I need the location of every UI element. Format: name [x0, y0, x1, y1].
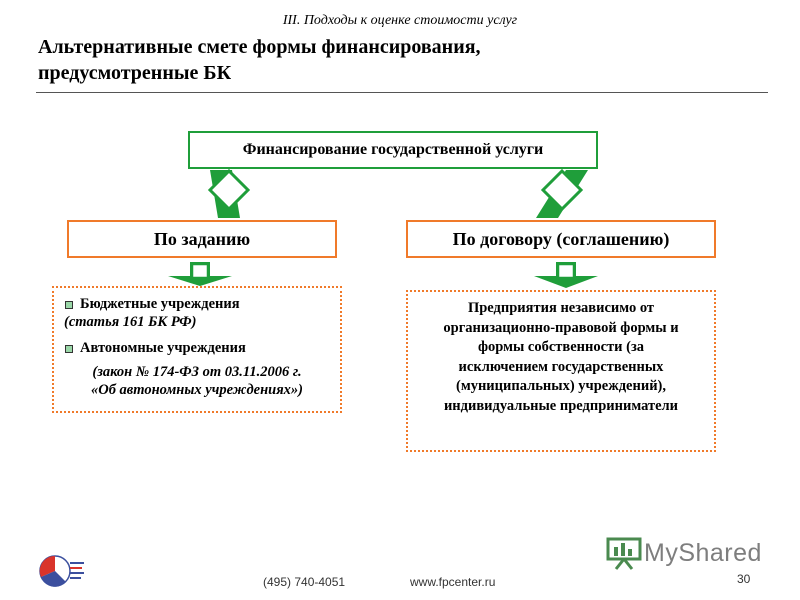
section-heading: III. Подходы к оценке стоимости услуг	[282, 13, 518, 28]
autonomous-note-line-1: (закон № 174-ФЗ от 03.11.2006 г.	[92, 364, 302, 380]
root-node-box: Финансирование государственной услуги	[188, 131, 598, 169]
assignment-details-box: Бюджетные учреждения (статья 161 БК РФ) …	[52, 286, 342, 413]
myshared-brand-text: MyShared	[644, 538, 762, 567]
footer-website-link[interactable]: www.fpcenter.ru	[410, 575, 496, 589]
title-divider	[36, 92, 768, 93]
autonomous-note-line-2: «Об автономных учреждениях»)	[90, 382, 304, 398]
slide-title-line-2: предусмотренные БК	[38, 62, 232, 84]
page-number: 30	[737, 572, 751, 586]
contract-text-line: организационно-правовой формы и	[443, 319, 679, 336]
contract-text-line: формы собственности (за	[477, 339, 645, 355]
contract-text-line: Предприятия независимо от	[467, 300, 655, 316]
contract-details-box: Предприятия независимо от организационно…	[406, 290, 716, 452]
contract-text-line: исключением государственных	[458, 358, 664, 375]
list-item-budget: Бюджетные учреждения	[64, 295, 330, 313]
square-bullet-icon	[65, 345, 73, 353]
right-down-arrow	[534, 262, 598, 288]
slide-title: Альтернативные смете формы финансировани…	[38, 34, 758, 86]
left-diamond-connector	[207, 168, 251, 218]
budget-note: (статья 161 БК РФ)	[64, 314, 197, 330]
left-down-arrow	[168, 262, 232, 286]
contract-text-line: (муниципальных) учреждений),	[455, 378, 667, 394]
footer-phone: (495) 740-4051	[263, 575, 346, 589]
slide-title-line-1: Альтернативные смете формы финансировани…	[38, 36, 481, 58]
autonomous-note: (закон № 174-ФЗ от 03.11.2006 г. «Об авт…	[64, 363, 330, 399]
myshared-watermark: MyShared	[606, 536, 762, 570]
contract-text-line: индивидуальные предприниматели	[443, 397, 679, 414]
right-diamond-connector	[536, 168, 588, 218]
by-assignment-box: По заданию	[67, 220, 337, 258]
list-item-autonomous: Автономные учреждения	[64, 339, 330, 357]
fpcenter-logo-icon	[39, 555, 84, 587]
square-bullet-icon	[65, 301, 73, 309]
presentation-board-icon	[606, 537, 642, 570]
by-contract-box: По договору (соглашению)	[406, 220, 716, 258]
